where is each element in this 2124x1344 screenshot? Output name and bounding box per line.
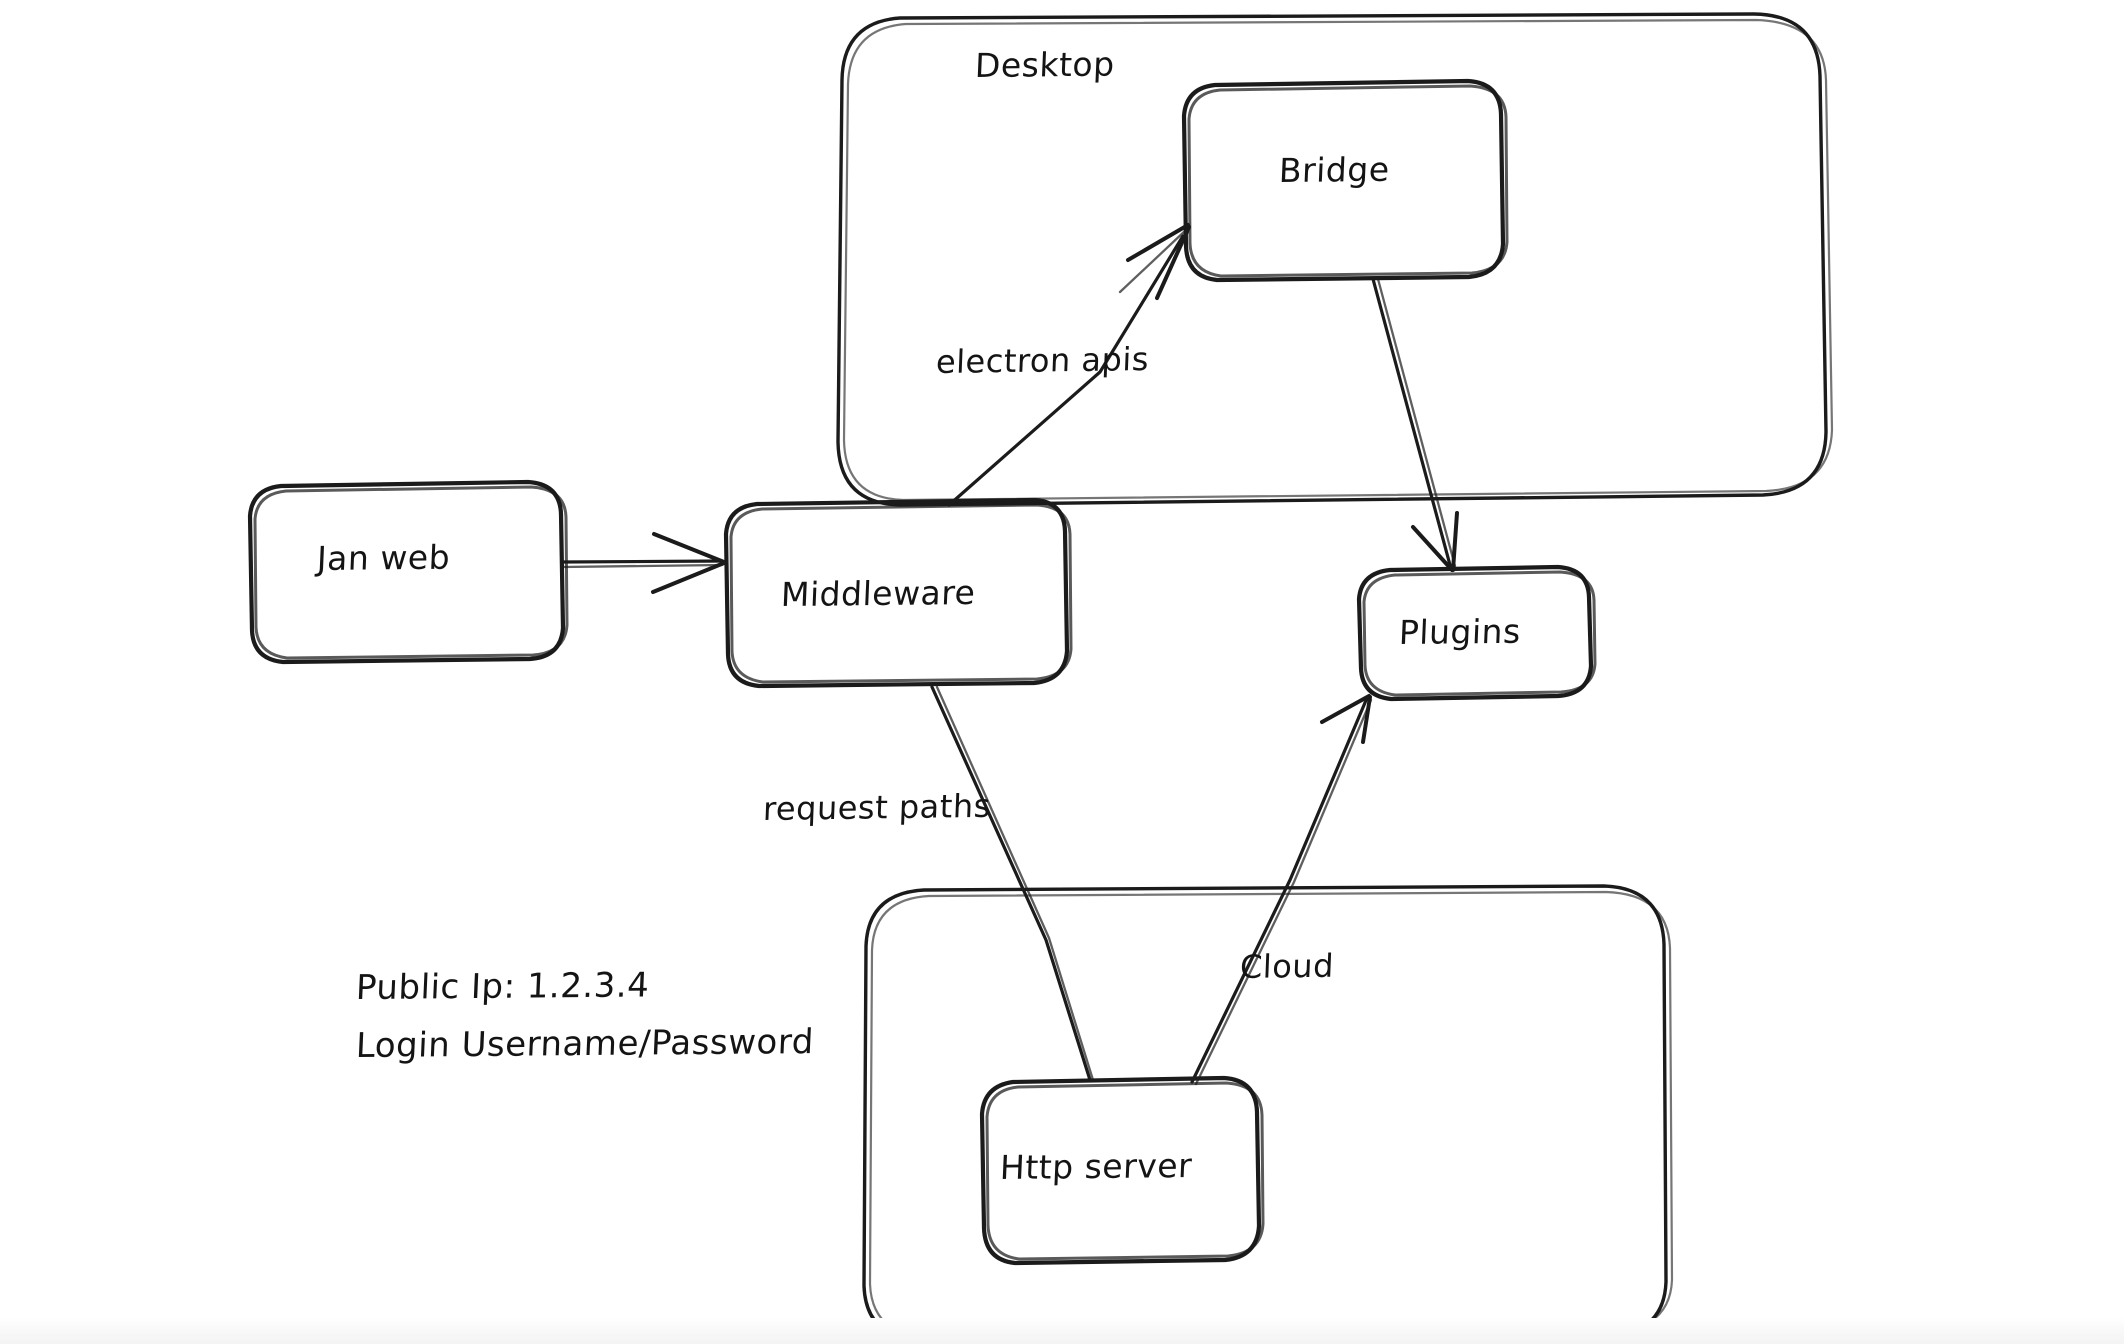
node-middleware-outline <box>723 497 1073 689</box>
node-label-http-server[interactable]: Http server <box>999 1145 1194 1187</box>
node-label-jan-web[interactable]: Jan web <box>316 537 451 578</box>
group-desktop-outline <box>836 12 1834 507</box>
node-label-middleware[interactable]: Middleware <box>780 572 977 614</box>
node-plugins-outline <box>1356 564 1597 702</box>
edge-bridge-plugins <box>1371 277 1459 572</box>
edge-label-request-paths: request paths <box>762 786 992 828</box>
note-login-credentials: Login Username/Password <box>355 1022 815 1066</box>
bottom-gradient-band <box>0 1318 2124 1344</box>
node-http-server-outline <box>979 1075 1265 1266</box>
node-label-bridge[interactable]: Bridge <box>1278 149 1391 190</box>
node-jan-web-outline <box>247 479 569 665</box>
edge-label-cloud: Cloud <box>1239 946 1335 986</box>
edge-httpserver-plugins <box>1190 694 1373 1086</box>
edge-middleware-bridge <box>947 223 1191 507</box>
group-label-desktop: Desktop <box>974 44 1116 85</box>
node-label-plugins[interactable]: Plugins <box>1398 611 1522 652</box>
edge-label-electron-apis: electron apis <box>935 340 1150 381</box>
note-public-ip: Public Ip: 1.2.3.4 <box>355 965 651 1008</box>
node-bridge-outline <box>1181 78 1509 283</box>
edge-janweb-middleware <box>561 532 726 594</box>
edge-middleware-httpserver <box>930 685 1095 1082</box>
